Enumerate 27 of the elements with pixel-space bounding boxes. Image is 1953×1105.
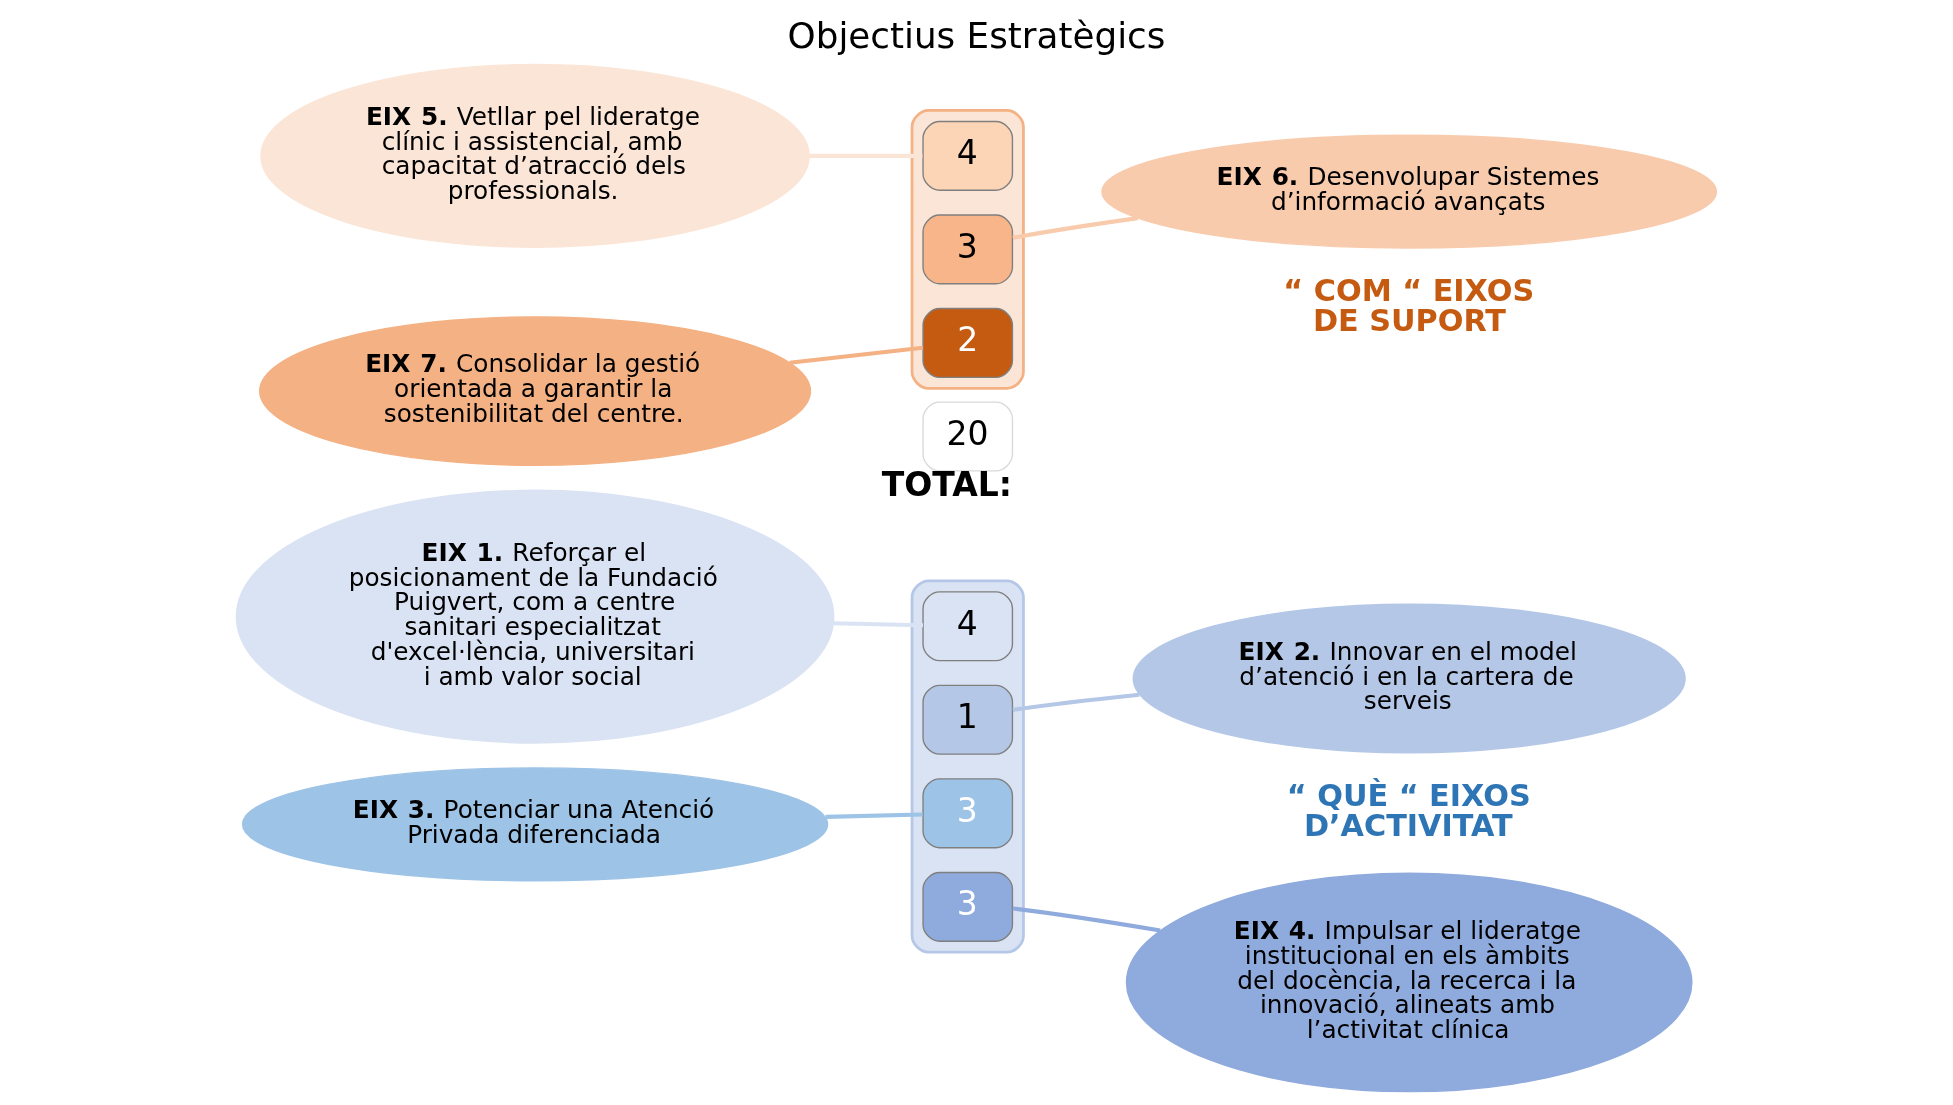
node-ellipse: EIX 7. Consolidar la gestió orientada a garantir la sostenibilitat del centre.	[259, 316, 812, 466]
node-box: 3	[922, 778, 1014, 849]
connector	[1012, 906, 1161, 933]
node-ellipse: EIX 5. Vetllar pel lideratge clínic i assistencial, amb capacitat d’atracció dels professionals.	[260, 63, 810, 248]
node-box: 2	[922, 307, 1014, 378]
node-ellipse: EIX 2. Innovar en el model d’atenció i en la cartera de serveis	[1132, 603, 1686, 754]
node-box: 4	[922, 120, 1014, 191]
node-box: 3	[922, 871, 1014, 942]
connector	[825, 812, 923, 819]
connector	[1012, 692, 1140, 712]
node-box: 1	[922, 684, 1014, 755]
cluster	[910, 579, 1025, 954]
node-ellipse: EIX 1. Reforçar el posicionament de la Fundació Puigvert, com a centre sanitari especialitzat d'excel·lència, universitari i amb valor social	[235, 489, 835, 744]
connector	[789, 345, 924, 365]
label: “ QUÈ “ EIXOS D’ACTIVITAT	[1286, 777, 1531, 844]
connector	[833, 621, 924, 628]
node-box: 3	[922, 214, 1014, 285]
connector	[809, 153, 923, 158]
node-ellipse: EIX 4. Impulsar el lideratge institucional en els àmbits del docència, la recerca i la innovació, alineats amb l’activitat clínica	[1125, 872, 1693, 1093]
diagram-title: Objectius Estratègics	[787, 14, 1166, 56]
cluster	[910, 109, 1025, 390]
node-ellipse: EIX 3. Potenciar una Atenció Privada diferenciada	[241, 767, 829, 882]
node-box: 4	[922, 591, 1014, 662]
connector	[1012, 216, 1139, 240]
label: “ COM “ EIXOS DE SUPORT	[1283, 273, 1535, 339]
node-box: 20	[922, 401, 1014, 472]
node-ellipse: EIX 6. Desenvolupar Sistemes d’informació avançats	[1101, 134, 1718, 249]
